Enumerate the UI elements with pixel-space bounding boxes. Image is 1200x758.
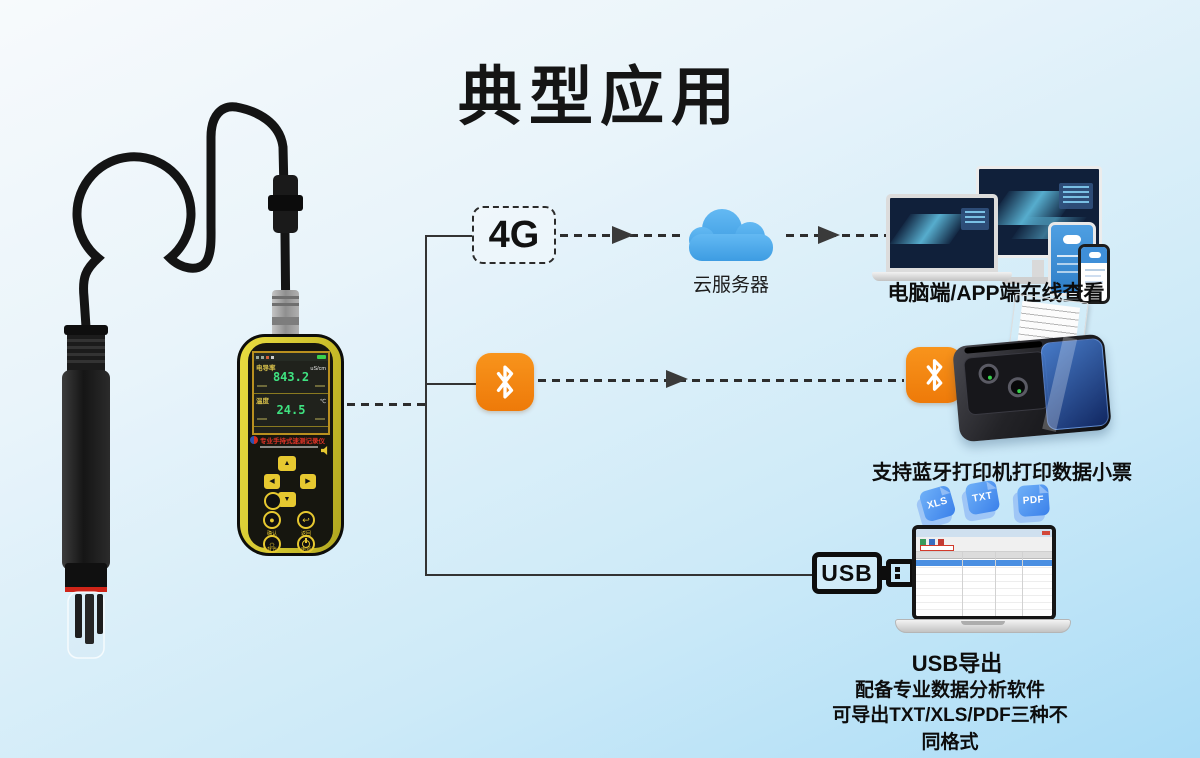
power-icon <box>302 540 310 548</box>
cloud-app-icon <box>1063 235 1081 244</box>
param-unit: ℃ <box>319 399 326 405</box>
usb-export-line1: 配备专业数据分析软件 <box>854 680 1045 701</box>
bt-branch-line <box>426 383 476 385</box>
usb-export-laptop: XLS TXT PDF <box>893 468 1085 658</box>
right-key: ▶ <box>299 473 317 490</box>
device-screen: 电导率 uS/cm 843.2 温度 ℃ 24.5 <box>252 351 330 435</box>
param-value: 24.5 <box>276 403 306 417</box>
printer-blue-cover <box>1040 337 1110 431</box>
cloud-server-icon <box>689 209 773 261</box>
bt-print-caption: 支持蓝牙打印机打印数据小票 <box>872 462 1132 484</box>
device-branding: 专业手持式速测记录仪 <box>250 435 332 448</box>
cloud-app-icon <box>1089 252 1101 258</box>
xls-file-icon: XLS <box>915 484 957 530</box>
probe-body <box>62 370 110 570</box>
page-title: 典型应用 <box>458 61 742 133</box>
back-label: 返回 <box>300 531 311 537</box>
4g-badge: 4G <box>472 206 556 264</box>
analysis-software-screen <box>912 525 1056 620</box>
selected-row <box>916 560 1052 566</box>
confirm-button: ● <box>263 511 281 529</box>
txt-file-icon: TXT <box>960 479 1001 523</box>
probe-cable <box>72 102 291 340</box>
usb-plug-icon <box>880 566 888 580</box>
param-label: 电导率 <box>256 365 276 372</box>
4g-branch-line <box>426 235 472 237</box>
device-to-trunk-line <box>347 403 425 406</box>
usb-plug-icon: USB <box>812 552 882 594</box>
software-dropdown <box>920 545 954 551</box>
software-toolbar <box>916 537 1052 552</box>
probe-red-ring <box>65 587 107 592</box>
backlight-button: ☼ <box>263 535 281 553</box>
screen-section-conductivity: 电导率 uS/cm 843.2 <box>254 361 328 394</box>
arrow-right-icon <box>818 226 840 244</box>
bluetooth-icon <box>476 353 534 411</box>
battery-icon <box>317 355 326 359</box>
laptop-base <box>872 272 1012 281</box>
usb-branch-line <box>426 574 815 576</box>
handheld-recorder: 电导率 uS/cm 843.2 温度 ℃ 24.5 专业手持式速测记录仪 <box>237 334 344 556</box>
usb-export-line2: 可导出TXT/XLS/PDF三种不同格式 <box>832 705 1068 753</box>
online-devices-illustration <box>872 160 1120 310</box>
confirm-label: 确认 <box>266 531 277 537</box>
pdf-file-icon: PDF <box>1012 483 1051 524</box>
arrow-right-icon <box>612 226 634 244</box>
power-label: 电源 <box>300 547 311 553</box>
power-button <box>297 535 315 553</box>
up-key: ▲ <box>277 455 297 472</box>
laptop-base <box>895 619 1071 633</box>
left-key: ◀ <box>263 473 281 490</box>
smartphone <box>1078 244 1110 304</box>
monitor-base <box>1002 277 1074 284</box>
usb-label: USB <box>821 559 873 586</box>
back-button: ↩ <box>297 511 315 529</box>
trunk-line <box>425 235 427 576</box>
cloud-label: 云服务器 <box>692 275 769 296</box>
bluetooth-printer-illustration <box>952 293 1114 443</box>
laptop-screen <box>886 194 998 272</box>
param-value: 843.2 <box>272 370 310 384</box>
monitor-stand <box>1032 260 1044 278</box>
usb-export-title: USB导出 <box>911 651 1003 676</box>
screen-section-temperature: 温度 ℃ 24.5 <box>254 394 328 427</box>
printer-body <box>952 333 1112 443</box>
brand-logo-icon <box>250 436 258 444</box>
arrow-right-icon <box>666 370 688 388</box>
backlight-label: 背光 <box>266 547 277 553</box>
bt-to-printer-line <box>538 379 904 382</box>
param-unit: uS/cm <box>310 366 326 372</box>
param-label: 温度 <box>256 398 269 405</box>
speaker-icon <box>321 446 328 455</box>
device-plug <box>272 290 299 340</box>
software-data-table <box>916 552 1052 616</box>
brand-text: 专业手持式速测记录仪 <box>260 438 325 445</box>
software-titlebar <box>916 529 1052 537</box>
printer-panel <box>963 350 1050 416</box>
device-statusbar <box>254 353 328 361</box>
probe-sensor-illustration <box>62 102 303 659</box>
